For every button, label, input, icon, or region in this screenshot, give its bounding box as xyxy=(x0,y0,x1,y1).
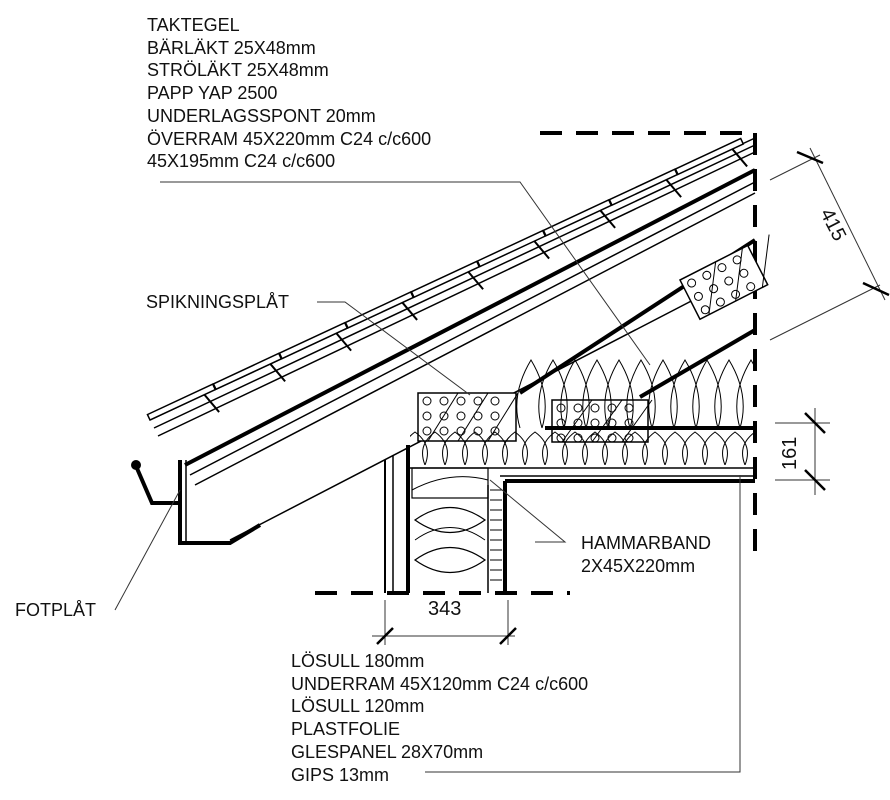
ceiling-layer-2: UNDERRAM 45X120mm C24 c/c600 xyxy=(291,673,589,694)
tile xyxy=(542,198,616,237)
tile xyxy=(146,383,220,421)
insulation-loop xyxy=(410,431,428,465)
top-plate-label: HAMMARBAND 2X45X220mm xyxy=(581,532,711,577)
rafter-lines xyxy=(184,168,757,541)
insulation-loop xyxy=(422,431,448,465)
insulation-loop xyxy=(482,431,508,465)
insulation-loop xyxy=(682,431,708,465)
insulation-loop xyxy=(516,359,546,429)
insulation-loop xyxy=(648,359,678,429)
insulation-loop xyxy=(522,431,548,465)
insulation-loop xyxy=(714,359,744,429)
tile xyxy=(674,137,748,176)
leader-lines xyxy=(114,181,741,773)
roof-layer-5: UNDERLAGSSPONT 20mm xyxy=(147,105,376,126)
roof-layer-7: 45X195mm C24 c/c600 xyxy=(147,151,336,172)
insulation-loop xyxy=(702,431,728,465)
ceiling-layers-label: LÖSULL 180mm UNDERRAM 45X120mm C24 c/c60… xyxy=(291,650,588,786)
tile xyxy=(410,260,484,299)
tile xyxy=(344,291,418,329)
tile xyxy=(212,352,286,391)
roof-layer-3: STRÖLÄKT 25X48mm xyxy=(147,60,329,81)
wall-width-dimension: 343 xyxy=(428,598,462,620)
ceiling-height-dimension: 161 xyxy=(779,436,801,470)
insulation-loop xyxy=(642,431,668,465)
insulation-loop xyxy=(622,431,648,465)
roof-layer-4: PAPP YAP 2500 xyxy=(147,83,278,104)
eave-plate-label: FOTPLÅT xyxy=(15,600,97,620)
insulation-loop xyxy=(626,359,656,429)
insulation-loop xyxy=(742,431,755,465)
tile xyxy=(608,168,682,207)
nail-plate-label: SPIKNINGSPLÅT xyxy=(146,292,290,312)
insulation-loop xyxy=(670,359,700,429)
roof-layer-1: TAKTEGEL xyxy=(147,15,240,35)
insulation-loop xyxy=(582,431,608,465)
top-plate-size: 2X45X220mm xyxy=(581,555,696,576)
roof-layers-label: TAKTEGEL BÄRLÄKT 25X48mm STRÖLÄKT 25X48m… xyxy=(147,14,431,173)
ceiling-layer-5: GLESPANEL 28X70mm xyxy=(291,741,484,762)
insulation-loop xyxy=(462,431,488,465)
insulation-loop xyxy=(722,431,748,465)
gutter xyxy=(131,460,262,545)
insulation-loop xyxy=(604,359,634,429)
insulation-loop xyxy=(502,431,528,465)
insulation-loop xyxy=(736,359,755,429)
cut-lines xyxy=(315,131,757,595)
ceiling-layer-1: LÖSULL 180mm xyxy=(291,651,425,671)
insulation-loop xyxy=(692,359,722,429)
insulation-loop xyxy=(442,431,468,465)
nail-plate xyxy=(678,234,770,321)
ceiling-layer-3: LÖSULL 120mm xyxy=(291,696,425,717)
ceiling-layer-4: PLASTFOLIE xyxy=(291,719,401,740)
insulation-loop xyxy=(602,431,628,465)
dimension-ticks xyxy=(376,150,890,645)
wall-section xyxy=(384,445,507,593)
roof-layer-6: ÖVERRAM 45X220mm C24 c/c600 xyxy=(147,128,432,149)
insulation-loop xyxy=(560,359,590,429)
ceiling-layer-6: GIPS 13mm xyxy=(291,764,390,785)
roof-layer-2: BÄRLÄKT 25X48mm xyxy=(147,37,316,58)
roof-tiles xyxy=(149,137,756,437)
insulation-loop xyxy=(662,431,688,465)
tile xyxy=(476,229,550,268)
tile-steps xyxy=(146,137,748,421)
insulation-loop xyxy=(542,431,568,465)
top-plate-name: HAMMARBAND xyxy=(581,533,712,553)
insulation-loop xyxy=(582,359,612,429)
insulation-loop xyxy=(538,359,568,429)
insulation-loop xyxy=(562,431,588,465)
loose-fill-insulation xyxy=(410,359,755,465)
tile xyxy=(278,321,352,360)
